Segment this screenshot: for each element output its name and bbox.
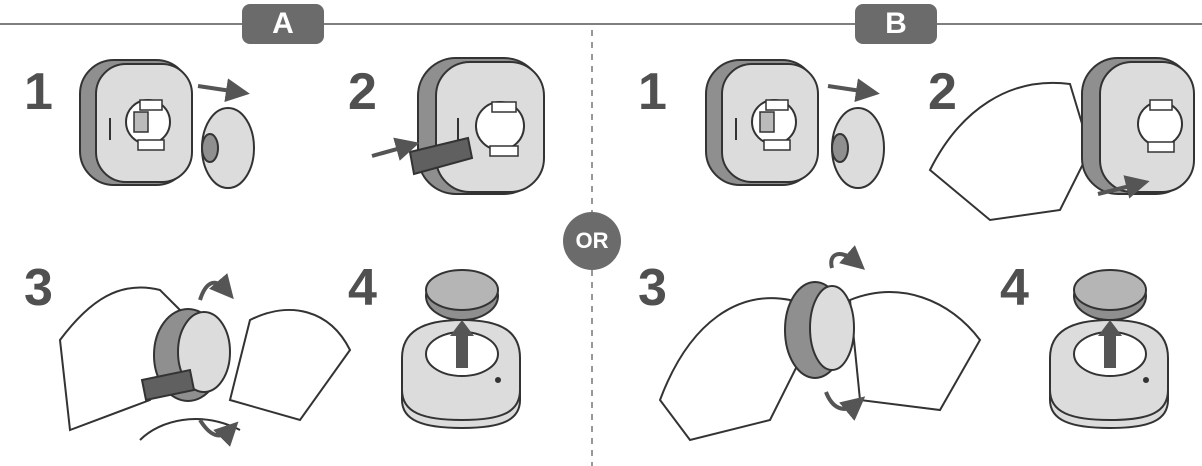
button-cap-a1 — [201, 107, 255, 189]
illustration-b4 — [1049, 269, 1169, 430]
arrow-a1 — [197, 78, 250, 103]
step-number-b1: 1 — [638, 63, 667, 121]
step-number-a4: 4 — [348, 259, 377, 317]
step-number-a1: 1 — [24, 63, 53, 121]
illustration-b3 — [658, 245, 982, 442]
section-badge-b: B — [855, 4, 937, 44]
section-badge-a: A — [242, 4, 324, 44]
step-number-a2: 2 — [348, 63, 377, 121]
illustration-a4 — [401, 269, 521, 430]
illustration-a1 — [79, 59, 193, 186]
illustration-a3 — [58, 273, 352, 447]
button-cap-b1 — [831, 107, 885, 189]
step-number-b4: 4 — [1000, 259, 1029, 317]
step-number-b3: 3 — [638, 259, 667, 317]
illustration-b2 — [928, 57, 1195, 222]
arrow-a2 — [371, 137, 420, 161]
or-divider-badge: OR — [563, 212, 621, 270]
step-number-a3: 3 — [24, 259, 53, 317]
illustration-b1 — [705, 59, 819, 186]
arrow-b1 — [827, 78, 880, 103]
step-number-b2: 2 — [928, 63, 957, 121]
illustration-a2 — [417, 57, 545, 195]
pry-tool-a2 — [408, 136, 474, 176]
